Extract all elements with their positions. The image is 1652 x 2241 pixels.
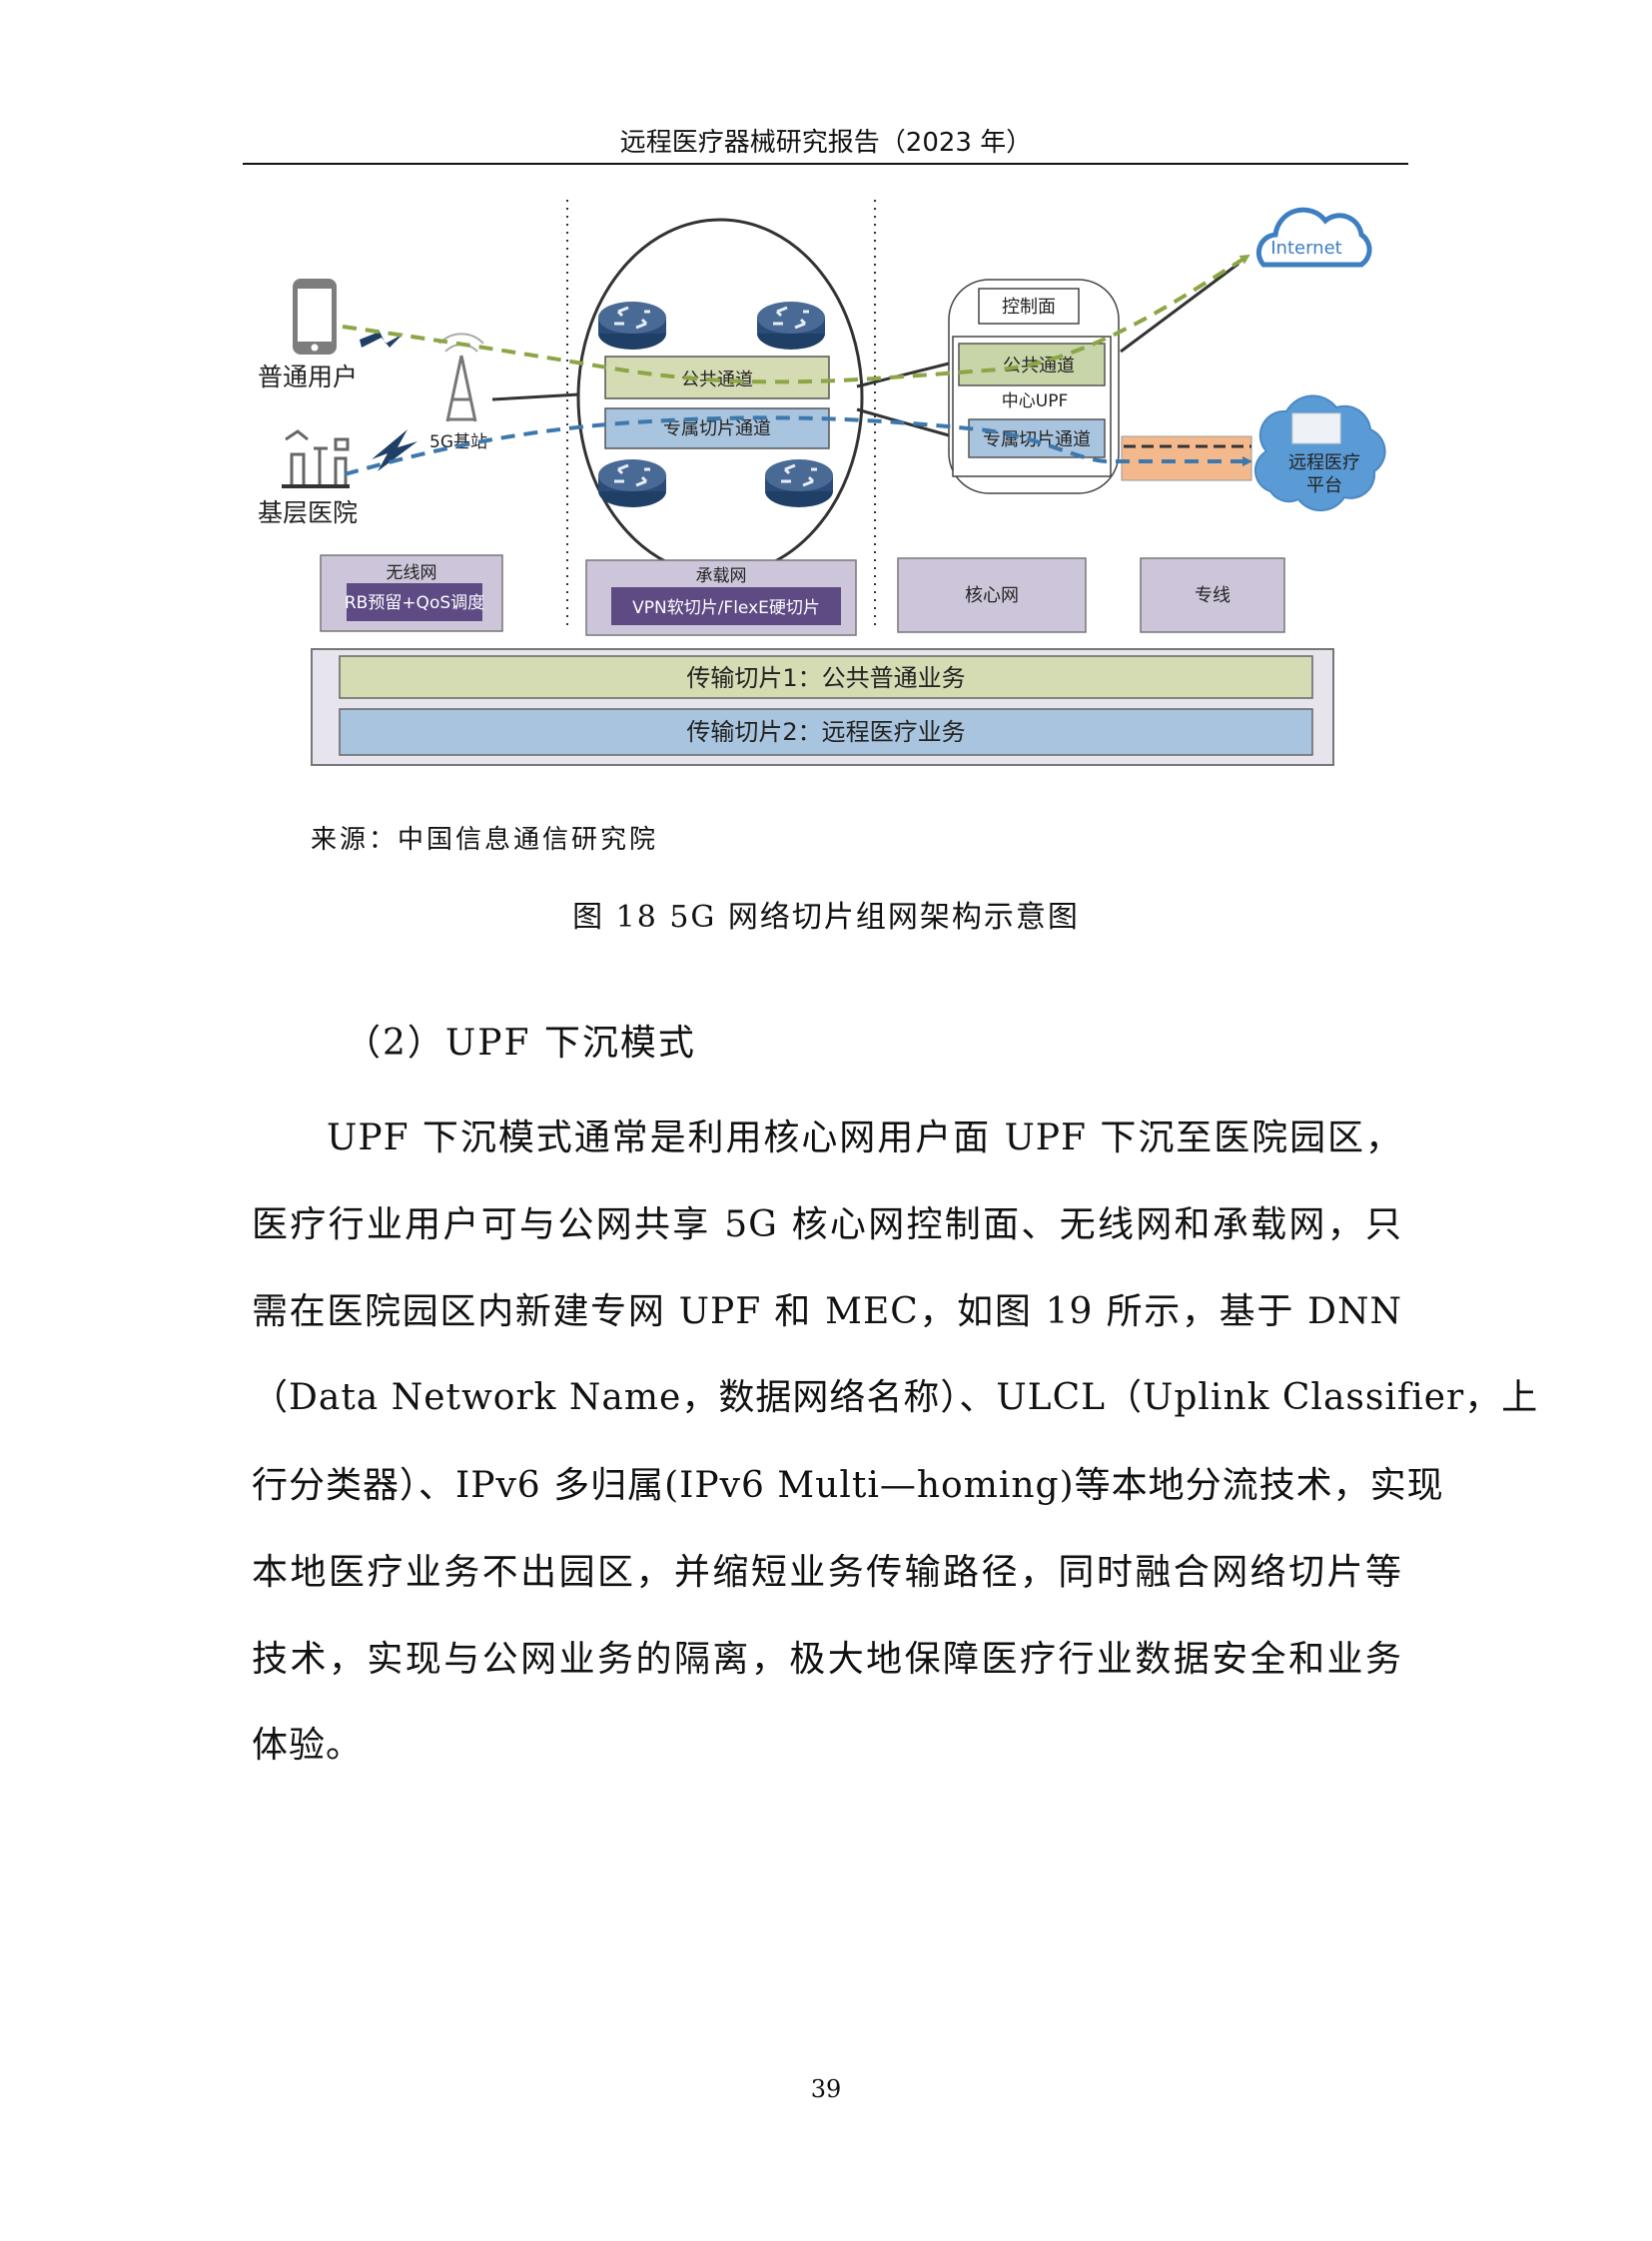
body-paragraph-line: 本地医疗业务不出园区，并缩短业务传输路径，同时融合网络切片等 (252, 1552, 1402, 1593)
control-plane-label: 控制面 (1002, 297, 1056, 318)
section-heading: （2）UPF 下沉模式 (345, 1023, 696, 1064)
body-paragraph-line: 需在医院园区内新建专网 UPF 和 MEC，如图 19 所示，基于 DNN (252, 1291, 1402, 1332)
medical-equipment-icon (282, 429, 350, 488)
network-slicing-diagram: 普通用户 基层医院 5G基站 公共通道 专属切片通道 控制面 公共通道 中心UP… (258, 200, 1386, 766)
router-icon (763, 457, 835, 509)
page-number: 39 (810, 2075, 842, 2103)
layer-bearer-title: 承载网 (696, 566, 747, 586)
center-upf-label: 中心UPF (1002, 391, 1068, 411)
router-icon (596, 300, 668, 352)
platform-screenshot-thumbnail (1291, 412, 1341, 444)
layer-core-title: 核心网 (965, 585, 1019, 606)
layer-leased-line: 专线 (1140, 557, 1285, 633)
core-public-channel-label: 公共通道 (1003, 356, 1075, 376)
internet-cloud-icon (1255, 207, 1372, 268)
label-grassroots-hospital: 基层医院 (258, 498, 358, 527)
wireless-signal-icon (360, 332, 404, 348)
smartphone-icon (293, 279, 337, 355)
label-ordinary-user: 普通用户 (258, 363, 358, 391)
body-paragraph-line: （Data Network Name，数据网络名称）、ULCL（Uplink C… (252, 1377, 1539, 1418)
body-paragraph-line: 体验。 (252, 1725, 364, 1766)
telemedicine-cloud-icon (1253, 394, 1386, 512)
figure-source: 来源：中国信息通信研究院 (311, 825, 659, 855)
layer-wireless: 无线网 RB预留+QoS调度 (320, 554, 503, 632)
slice-1-label: 传输切片1：公共普通业务 (686, 664, 965, 692)
layer-leased-line-title: 专线 (1195, 585, 1231, 606)
running-header-title: 远程医疗器械研究报告（2023 年） (619, 128, 1033, 158)
leased-line-band (1121, 435, 1252, 481)
telemedicine-label-line1: 远程医疗 (1288, 452, 1360, 473)
header-rule (243, 163, 1408, 165)
ring-dedicated-channel-box (604, 407, 830, 449)
body-paragraph-line: 行分类器）、IPv6 多归属(IPv6 Multi—homing)等本地分流技术… (252, 1465, 1444, 1506)
layer-bearer-detail: VPN软切片/FlexE硬切片 (632, 598, 820, 618)
slice-2-bar (339, 708, 1313, 756)
control-plane-box (978, 288, 1080, 325)
layer-wireless-detail: RB预留+QoS调度 (345, 593, 484, 613)
slice-2-label: 传输切片2：远程医疗业务 (686, 718, 965, 746)
body-paragraph-line: 医疗行业用户可与公网共享 5G 核心网控制面、无线网和承载网，只 (252, 1204, 1402, 1245)
ring-dedicated-channel-label: 专属切片通道 (663, 418, 771, 439)
dedicated-traffic-path (344, 415, 1252, 476)
ring-public-channel-box (604, 356, 830, 399)
telemedicine-label-line2: 平台 (1306, 475, 1342, 496)
router-icon (596, 457, 668, 509)
router-icon (755, 300, 827, 352)
layer-wireless-title: 无线网 (387, 563, 437, 583)
cell-tower-icon (438, 333, 484, 422)
body-paragraph-line: 技术，实现与公网业务的隔离，极大地保障医疗行业数据安全和业务 (252, 1639, 1402, 1680)
core-dedicated-channel-box (968, 418, 1106, 458)
figure-caption: 图 18 5G 网络切片组网架构示意图 (572, 900, 1080, 935)
public-traffic-path (342, 254, 1250, 384)
internet-label: Internet (1270, 238, 1341, 259)
body-paragraph-line: UPF 下沉模式通常是利用核心网用户面 UPF 下沉至医院园区， (327, 1118, 1402, 1158)
layer-core: 核心网 (897, 557, 1087, 633)
layer-bearer: 承载网 VPN软切片/FlexE硬切片 (585, 559, 857, 636)
slice-1-bar (339, 655, 1313, 699)
wireless-signal-icon (372, 429, 417, 471)
